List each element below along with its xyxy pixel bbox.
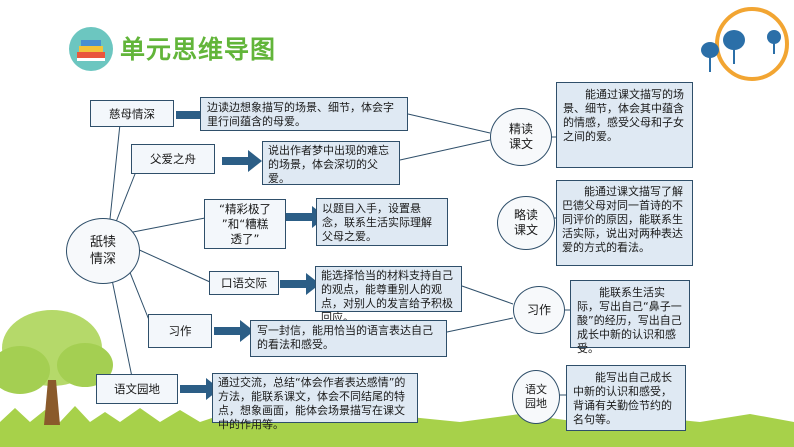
topic-xizuo: 习作 <box>148 314 212 348</box>
category-yuwen-yuandi: 语文 园地 <box>512 370 560 424</box>
center-node: 舐犊 情深 <box>66 218 140 284</box>
topic-kouyu-jiaoji: 口语交际 <box>209 271 279 295</box>
tree-ring-decoration <box>701 7 789 81</box>
category-xizuo: 习作 <box>513 286 565 334</box>
goal-box-3: 能联系生活实际，写出自己“鼻子一酸”的经历，写出自己成长中新的认识和感受。 <box>570 280 690 355</box>
arrow-icon <box>214 320 254 342</box>
detail-box-4: 能选择恰当的材料支持自己的观点，能尊重别人的观点，对别人的发言给予积极回应。 <box>315 266 462 324</box>
goal-box-4: 能写出自己成长中新的认识和感受，背诵有关勤俭节约的名句等。 <box>566 365 686 431</box>
detail-box-3: 以题目入手，设置悬念，联系生活实际理解父母之爱。 <box>316 198 448 246</box>
detail-box-2: 说出作者梦中出现的难忘的场景，体会深切的父爱。 <box>262 141 400 185</box>
book-stack-icon <box>69 27 113 71</box>
topic-cimu-qingshen: 慈母情深 <box>90 100 174 127</box>
goal-box-1: 能通过课文描写的场景、细节，体会其中蕴含的情感，感受父母和子女之间的爱。 <box>556 82 693 168</box>
arrow-icon <box>180 378 220 400</box>
topic-fuai-zhizhou: 父爱之舟 <box>131 144 215 174</box>
category-luedu-kewen: 略读 课文 <box>497 196 555 250</box>
detail-box-6: 通过交流，总结“体会作者表达感情”的方法，能联系课文，体会不同结尾的特点，想象画… <box>212 373 418 431</box>
arrow-icon <box>280 273 320 295</box>
detail-box-5: 写一封信，能用恰当的语言表达自己的看法和感受。 <box>250 320 447 357</box>
topic-jingcai-zaogao: “精彩极了 ”和“糟糕 透了” <box>204 199 286 249</box>
category-jingdu-kewen: 精读 课文 <box>490 108 552 166</box>
detail-box-1: 边读边想象描写的场景、细节，体会字里行间蕴含的母爱。 <box>200 97 408 131</box>
arrow-icon <box>222 150 262 172</box>
goal-box-2: 能通过课文描写了解巴德父母对同一首诗的不同评价的原因，能联系生活实际，说出对两种… <box>556 180 693 266</box>
topic-yuwen-yuandi: 语文园地 <box>96 374 178 404</box>
page-title: 单元思维导图 <box>120 35 277 64</box>
